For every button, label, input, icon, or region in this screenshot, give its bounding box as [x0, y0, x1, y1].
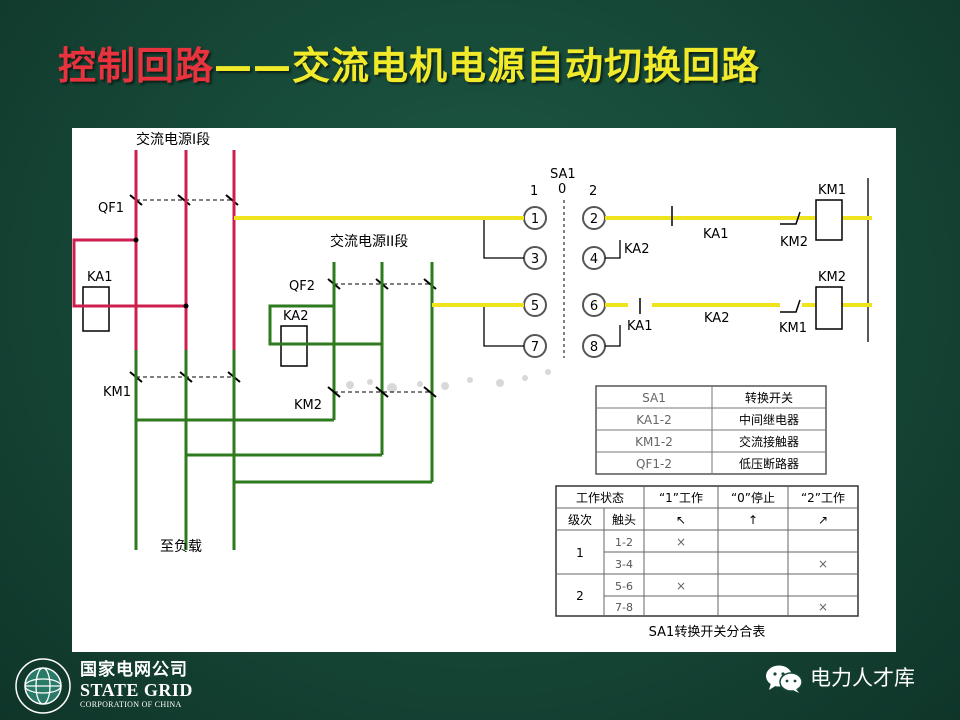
company-name-en: STATE GRID [80, 680, 193, 700]
legend-desc: 低压断路器 [739, 456, 799, 471]
title-yellow-part: ——交流电机电源自动切换回路 [214, 44, 761, 88]
diagram-panel: 交流电源I段 QF1 KA1 KM1 交流电源II段 QF2 [72, 128, 896, 652]
sa1-contact-number: 7 [531, 340, 539, 355]
switch-header: “0”停止 [731, 490, 775, 505]
switch-subheader: ↑ [748, 513, 758, 527]
switch-mark: × [818, 600, 828, 614]
km1-left-label: KM1 [103, 385, 131, 400]
km1-nc-contact [780, 299, 801, 313]
legend-code: QF1-2 [636, 457, 672, 471]
km2-contact-a-label: KM2 [780, 235, 808, 250]
sa1-contact-number: 4 [590, 252, 598, 267]
legend-desc: 转换开关 [745, 390, 793, 405]
title-red-part: 控制回路 [58, 44, 215, 88]
source2-label: 交流电源II段 [330, 233, 408, 250]
switch-header: “2”工作 [801, 491, 845, 505]
qf1-contact-2 [177, 194, 191, 206]
ka1-coil [82, 286, 110, 332]
switch-contact: 5-6 [615, 580, 633, 593]
km2-contact-2 [375, 386, 389, 398]
qf2-label: QF2 [289, 279, 315, 294]
control-circuit-wires [234, 216, 872, 307]
sa1-position-1: 1 [530, 184, 538, 199]
junction-dot [183, 303, 189, 309]
legend-code: KA1-2 [636, 413, 671, 427]
ka1-coil-label: KA1 [87, 270, 112, 285]
km1-contact-b-label: KM1 [779, 321, 807, 336]
sa1-label: SA1 [550, 167, 576, 182]
ka2-coil-label: KA2 [283, 309, 308, 324]
scan-noise [346, 369, 551, 393]
switch-subheader: ↖ [676, 513, 686, 527]
km2-coil-label: KM2 [818, 270, 846, 285]
load-label: 至负载 [160, 539, 202, 555]
switch-subheader: 触头 [612, 513, 636, 527]
switch-contact: 7-8 [615, 601, 633, 614]
source1-label: 交流电源I段 [136, 131, 210, 148]
legend-desc: 中间继电器 [739, 412, 799, 427]
switch-header: 工作状态 [576, 491, 624, 505]
switch-mark: × [818, 557, 828, 571]
km1-coil-label: KM1 [818, 183, 846, 198]
switch-subheader: 级次 [568, 513, 592, 527]
company-subtitle: CORPORATION OF CHINA [80, 700, 182, 709]
switch-mark: × [676, 579, 686, 593]
switch-stage: 1 [576, 546, 584, 560]
switch-mark: × [676, 535, 686, 549]
slide-title: 控制回路——交流电机电源自动切换回路 [58, 36, 760, 96]
sa1-position-2: 2 [589, 184, 597, 199]
company-name-cn: 国家电网公司 [80, 660, 188, 680]
sa1-position-0: 0 [558, 182, 566, 197]
legend-code: SA1 [642, 391, 666, 405]
sa1-contact-number: 6 [590, 299, 598, 314]
switch-contact: 3-4 [615, 558, 633, 571]
sa1-contact-number: 8 [590, 340, 598, 355]
km2-coil [815, 286, 843, 330]
ka2-coil [280, 325, 308, 367]
km2-contact-1 [327, 386, 341, 398]
switch-header: “1”工作 [659, 491, 703, 505]
source1-wires [72, 150, 236, 378]
ka2-contact-a-label: KA2 [624, 242, 649, 257]
sa1-contact-number: 3 [531, 252, 539, 267]
source2-wires [134, 262, 434, 550]
ka1-contact-b-label: KA1 [627, 319, 652, 334]
watermark-text: 电力人才库 [810, 666, 915, 690]
switch-subheader: ↗ [818, 513, 828, 527]
legend-code: KM1-2 [635, 435, 673, 449]
km2-nc-contact [780, 211, 801, 225]
switch-table-caption: SA1转换开关分合表 [649, 625, 766, 640]
ka1-contact-a-label: KA1 [703, 227, 728, 242]
km2-contact-3 [423, 386, 437, 398]
switch-table: 工作状态 “1”工作 “0”停止 “2”工作 级次 触头 ↖ ↑ ↗ 1 1-2… [555, 485, 859, 640]
sa1-contact-number: 2 [590, 212, 598, 227]
wechat-icon [766, 665, 803, 693]
state-grid-logo-icon [15, 658, 71, 714]
sa1-contact-number: 1 [531, 212, 539, 227]
sa1-contact-number: 5 [531, 299, 539, 314]
qf1-label: QF1 [98, 201, 124, 216]
legend-desc: 交流接触器 [739, 434, 799, 449]
qf2-contact-3 [423, 278, 437, 290]
circuit-diagram: 交流电源I段 QF1 KA1 KM1 交流电源II段 QF2 [72, 131, 872, 640]
company-brand: 国家电网公司 STATE GRID CORPORATION OF CHINA [80, 660, 193, 710]
control-wiring [483, 178, 869, 347]
ka2-contact-b-label: KA2 [704, 311, 729, 326]
qf1-contact-3 [225, 194, 239, 206]
km2-left-label: KM2 [294, 398, 322, 413]
junction-dot [133, 237, 139, 243]
switch-contact: 1-2 [615, 536, 633, 549]
legend-table: SA1 转换开关 KA1-2 中间继电器 KM1-2 交流接触器 QF1-2 低… [595, 385, 827, 475]
km1-coil [815, 199, 843, 241]
switch-stage: 2 [576, 589, 584, 603]
